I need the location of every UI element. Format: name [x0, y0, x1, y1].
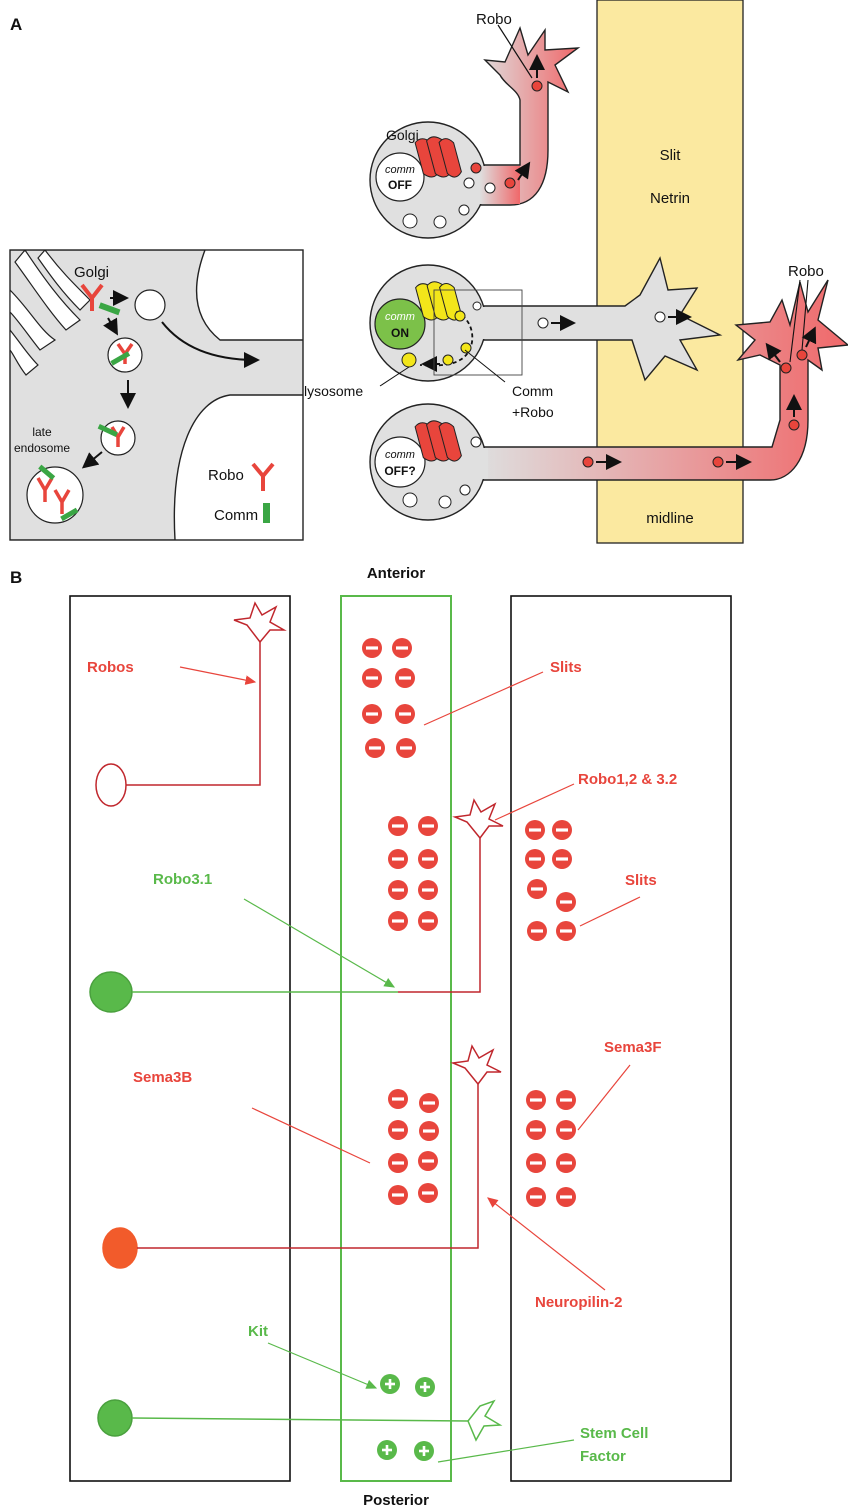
comm-robo-label-1: Comm [512, 383, 553, 399]
late-endosome-label-1: late [32, 425, 52, 439]
label-slits-2: Slits [625, 872, 657, 889]
golgi-middle [415, 281, 462, 321]
midline-slit-label: Slit [660, 147, 682, 164]
label-robo31: Robo3.1 [153, 871, 212, 888]
neuron-bottom: comm OFF? Robo [369, 263, 848, 521]
label-robos: Robos [87, 659, 134, 676]
label-scf-2: Factor [580, 1448, 626, 1465]
comm-state-label: OFF [388, 178, 412, 192]
inset-golgi-label: Golgi [74, 264, 109, 281]
axon-neuropilin [102, 1044, 502, 1269]
comm-on-nucleus [374, 298, 426, 350]
legend-robo-icon [251, 462, 275, 491]
robo-label-right: Robo [788, 263, 824, 280]
right-tissue-box [510, 595, 732, 1482]
label-scf-1: Stem Cell [580, 1425, 648, 1442]
scf-cluster [377, 1374, 435, 1461]
comm-robo-label-2: +Robo [512, 404, 554, 420]
panel-b-letter: B [10, 568, 22, 587]
label-robo123: Robo1,2 & 3.2 [578, 771, 677, 788]
lysosome-label: lysosome [304, 383, 363, 399]
comm-state-label: ON [391, 326, 409, 340]
left-tissue-box [69, 595, 291, 1482]
slit-cluster-mid [388, 816, 438, 931]
neuron-middle: comm ON lysosome Comm +Robo [304, 256, 723, 420]
comm-off-nucleus [375, 152, 425, 202]
comm-state-label: OFF? [384, 464, 415, 478]
label-sema3b: Sema3B [133, 1069, 192, 1086]
axon-robos [95, 601, 287, 807]
late-endosome-label-2: endosome [14, 441, 70, 455]
label-kit: Kit [248, 1323, 268, 1340]
sema3b-cluster [388, 1089, 439, 1205]
panel-a-letter: A [10, 15, 22, 34]
floor-plate-box [340, 595, 452, 1482]
posterior-label: Posterior [363, 1492, 429, 1509]
legend-comm-label: Comm [214, 507, 258, 524]
robo-receptor-icon [80, 283, 104, 311]
anterior-label: Anterior [367, 565, 426, 582]
robo-label-top: Robo [476, 11, 512, 28]
axon-kit [97, 1399, 503, 1442]
label-slits-1: Slits [550, 659, 582, 676]
inset-box: Golgi late endosome Robo Comm [9, 249, 304, 541]
golgi-top [414, 136, 462, 178]
slit-cluster-top [362, 638, 416, 758]
legend-comm-icon [263, 503, 270, 523]
midline-netrin-label: Netrin [650, 190, 690, 207]
neuron-top: comm OFF Golgi Robo [369, 11, 581, 239]
comm-gene-label: comm [385, 449, 415, 461]
legend-robo-label: Robo [208, 467, 244, 484]
slit-cluster-right [525, 820, 576, 941]
sema3f-cluster [526, 1090, 576, 1207]
zoom-box [433, 289, 523, 376]
midline-label: midline [646, 510, 694, 527]
comm-gene-label: comm [385, 164, 415, 176]
golgi-label: Golgi [386, 127, 419, 143]
label-sema3f: Sema3F [604, 1039, 662, 1056]
axon-robo31 [89, 798, 504, 1013]
comm-gene-label: comm [385, 311, 415, 323]
label-neuropilin: Neuropilin-2 [535, 1294, 623, 1311]
